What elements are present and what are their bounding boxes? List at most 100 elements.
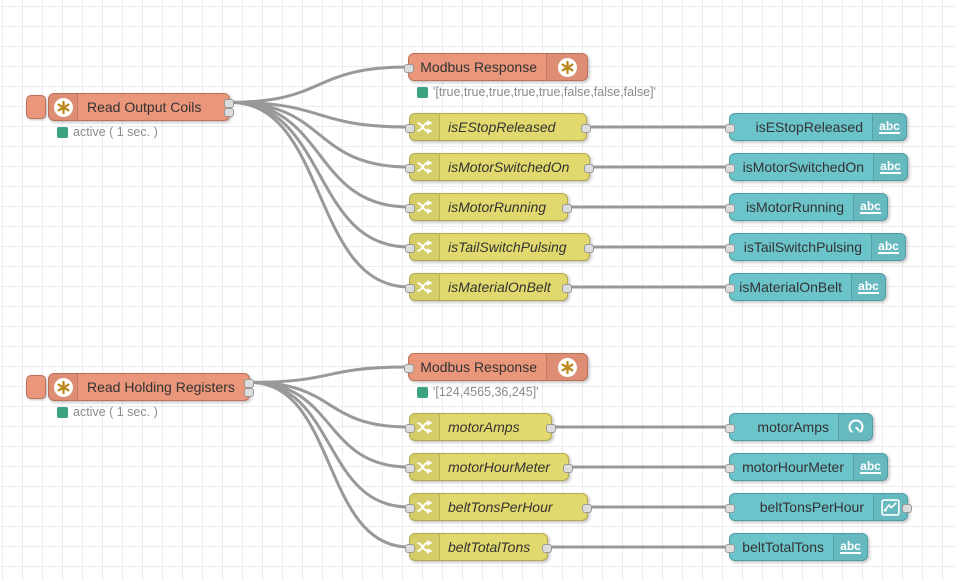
node-set-isMaterialOnBelt[interactable]: isMaterialOnBelt — [405, 273, 572, 301]
inject-button[interactable] — [26, 95, 46, 119]
status-dot-icon — [57, 126, 68, 138]
wire[interactable] — [229, 65, 409, 104]
modbus-asterisk-icon — [49, 94, 78, 120]
input-port[interactable] — [405, 123, 415, 133]
wire[interactable] — [249, 380, 410, 429]
output-port[interactable] — [581, 123, 591, 133]
node-modbus-response-1[interactable]: Modbus Response — [404, 53, 588, 81]
wire[interactable] — [229, 100, 410, 209]
node-label: isEStopReleased — [448, 119, 556, 135]
input-port[interactable] — [405, 503, 415, 513]
status-text: active ( 1 sec. ) — [73, 125, 158, 139]
shuffle-icon — [410, 194, 440, 220]
abc-icon: abc — [871, 234, 905, 260]
output-port[interactable] — [224, 108, 234, 118]
input-port[interactable] — [725, 503, 735, 513]
input-port[interactable] — [405, 463, 415, 473]
input-port[interactable] — [725, 123, 735, 133]
inject-button[interactable] — [26, 375, 46, 399]
wire[interactable] — [249, 380, 410, 509]
input-port[interactable] — [405, 423, 415, 433]
input-port[interactable] — [725, 203, 735, 213]
input-port[interactable] — [405, 243, 415, 253]
input-port[interactable] — [725, 543, 735, 553]
input-port[interactable] — [725, 163, 735, 173]
output-port[interactable] — [562, 283, 572, 293]
input-port[interactable] — [405, 283, 415, 293]
status-dot-icon — [417, 386, 428, 398]
abc-icon: abc — [851, 274, 885, 300]
output-port[interactable] — [582, 503, 592, 513]
abc-icon: abc — [853, 194, 887, 220]
wire[interactable] — [229, 100, 410, 249]
output-port[interactable] — [542, 543, 552, 553]
node-set-motorAmps[interactable]: motorAmps — [405, 413, 556, 441]
abc-icon: abc — [873, 154, 907, 180]
input-port[interactable] — [404, 63, 414, 73]
node-label: isEStopReleased — [755, 119, 863, 135]
wire[interactable] — [229, 100, 410, 289]
node-ui-isMotorRunning[interactable]: abc isMotorRunning — [725, 193, 888, 221]
node-label: Modbus Response — [420, 59, 537, 75]
node-set-isMotorRunning[interactable]: isMotorRunning — [405, 193, 572, 221]
input-port[interactable] — [405, 163, 415, 173]
output-port[interactable] — [244, 388, 254, 398]
output-port[interactable] — [224, 98, 234, 108]
wire[interactable] — [249, 380, 410, 469]
input-port[interactable] — [404, 363, 414, 373]
output-port[interactable] — [584, 163, 594, 173]
node-label: motorAmps — [757, 419, 829, 435]
node-set-motorHourMeter[interactable]: motorHourMeter — [405, 453, 573, 481]
node-set-beltTotalTons[interactable]: beltTotalTons — [405, 533, 552, 561]
node-modbus-response-2[interactable]: Modbus Response — [404, 353, 588, 381]
gauge-icon — [838, 414, 872, 440]
input-port[interactable] — [405, 203, 415, 213]
modbus-asterisk-icon — [49, 374, 78, 400]
status-dot-icon — [57, 406, 68, 418]
output-port[interactable] — [563, 463, 573, 473]
node-label: motorHourMeter — [742, 459, 844, 475]
node-ui-beltTonsPerHour[interactable]: beltTonsPerHour — [725, 493, 912, 521]
output-port[interactable] — [584, 243, 594, 253]
node-set-isEStopReleased[interactable]: isEStopReleased — [405, 113, 591, 141]
node-read-holding-registers[interactable]: Read Holding Registers — [26, 373, 254, 401]
wire[interactable] — [229, 100, 410, 129]
wire[interactable] — [249, 365, 409, 384]
node-label: beltTotalTons — [448, 539, 531, 555]
input-port[interactable] — [405, 543, 415, 553]
input-port[interactable] — [725, 463, 735, 473]
node-label: isMotorRunning — [745, 199, 844, 215]
shuffle-icon — [410, 494, 440, 520]
node-label: beltTonsPerHour — [759, 499, 864, 515]
status-text: '[124,4565,36,245]' — [433, 385, 539, 399]
output-port[interactable] — [902, 503, 912, 513]
wire[interactable] — [229, 100, 410, 169]
input-port[interactable] — [725, 243, 735, 253]
input-port[interactable] — [725, 423, 735, 433]
node-label: isMotorSwitchedOn — [448, 159, 570, 175]
output-port[interactable] — [562, 203, 572, 213]
node-set-isTailSwitchPulsing[interactable]: isTailSwitchPulsing — [405, 233, 594, 261]
node-set-beltTonsPerHour[interactable]: beltTonsPerHour — [405, 493, 592, 521]
output-port[interactable] — [244, 378, 254, 388]
node-status: active ( 1 sec. ) — [57, 125, 158, 139]
node-ui-isTailSwitchPulsing[interactable]: abc isTailSwitchPulsing — [725, 233, 906, 261]
output-port[interactable] — [546, 423, 556, 433]
input-port[interactable] — [725, 283, 735, 293]
node-label: beltTotalTons — [742, 539, 824, 555]
node-label: isTailSwitchPulsing — [743, 239, 862, 255]
node-ui-motorAmps[interactable]: motorAmps — [725, 413, 873, 441]
node-status: active ( 1 sec. ) — [57, 405, 158, 419]
status-text: '[true,true,true,true,true,false,false,f… — [433, 85, 656, 99]
wire[interactable] — [249, 380, 410, 549]
modbus-asterisk-icon — [546, 354, 587, 380]
node-set-isMotorSwitchedOn[interactable]: isMotorSwitchedOn — [405, 153, 594, 181]
shuffle-icon — [410, 534, 440, 560]
node-read-output-coils[interactable]: Read Output Coils — [26, 93, 234, 121]
